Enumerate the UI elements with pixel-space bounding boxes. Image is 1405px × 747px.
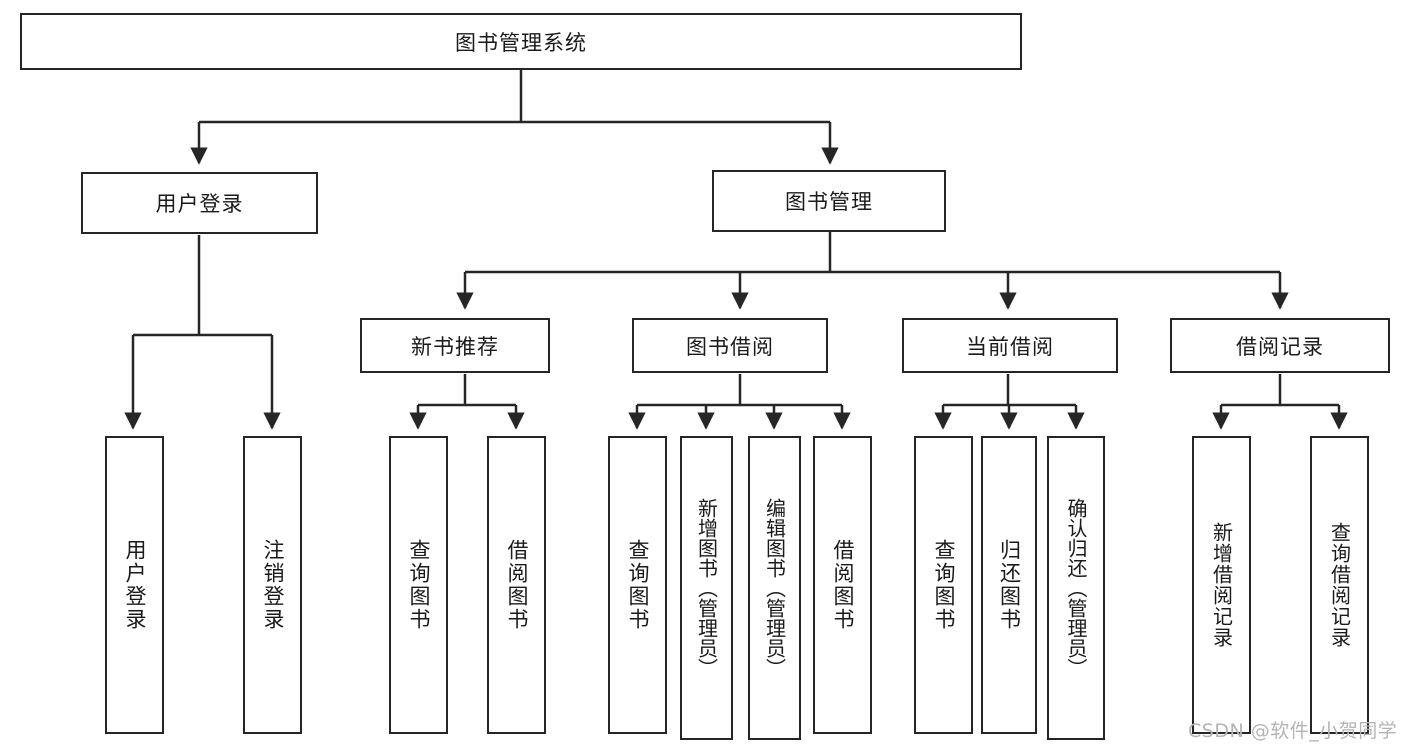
- node-borrow-record[interactable]: 借阅记录: [1170, 318, 1390, 373]
- leaf-label: 借阅图书: [831, 539, 855, 631]
- node-book-management-label: 图书管理: [785, 190, 873, 214]
- leaf-label: 查询借阅记录: [1327, 522, 1352, 648]
- node-borrow-record-label: 借阅记录: [1236, 334, 1324, 359]
- leaf-label: 归还图书: [997, 539, 1022, 631]
- node-current-borrow-label: 当前借阅: [966, 334, 1054, 359]
- node-new-book-recommend-label: 新书推荐: [411, 334, 499, 359]
- node-root[interactable]: 图书管理系统: [20, 13, 1022, 70]
- leaf-current-return-book[interactable]: 归还图书: [981, 436, 1037, 734]
- leaf-label: 编辑图书（管理员）: [762, 498, 787, 678]
- leaf-label: 新增图书（管理员）: [694, 498, 719, 678]
- leaf-borrow-borrow-book[interactable]: 借阅图书: [813, 436, 872, 734]
- leaf-borrow-edit-book-admin[interactable]: 编辑图书（管理员）: [748, 436, 801, 740]
- node-new-book-recommend[interactable]: 新书推荐: [360, 318, 550, 373]
- leaf-label: 查询图书: [626, 539, 650, 631]
- leaf-label: 用户登录: [123, 539, 147, 631]
- leaf-label: 查询图书: [932, 539, 956, 631]
- leaf-record-query-record[interactable]: 查询借阅记录: [1310, 436, 1369, 734]
- node-root-label: 图书管理系统: [455, 30, 587, 55]
- node-current-borrow[interactable]: 当前借阅: [902, 318, 1118, 373]
- node-book-management[interactable]: 图书管理: [712, 170, 946, 232]
- leaf-new-book-borrow[interactable]: 借阅图书: [487, 436, 546, 734]
- node-user-login-label: 用户登录: [155, 192, 244, 216]
- leaf-label: 查询图书: [407, 539, 431, 631]
- leaf-label: 新增借阅记录: [1209, 522, 1234, 648]
- leaf-current-query-book[interactable]: 查询图书: [914, 436, 973, 734]
- leaf-label: 借阅图书: [505, 539, 529, 631]
- leaf-user-login-login[interactable]: 用户登录: [105, 436, 164, 734]
- leaf-borrow-query-book[interactable]: 查询图书: [608, 436, 667, 734]
- node-book-borrow-label: 图书借阅: [686, 334, 774, 359]
- leaf-current-confirm-return-admin[interactable]: 确认归还（管理员）: [1047, 436, 1105, 740]
- leaf-record-add-record[interactable]: 新增借阅记录: [1192, 436, 1251, 734]
- leaf-borrow-add-book-admin[interactable]: 新增图书（管理员）: [680, 436, 733, 740]
- node-book-borrow[interactable]: 图书借阅: [632, 318, 828, 373]
- leaf-label: 注销登录: [261, 539, 285, 631]
- node-user-login[interactable]: 用户登录: [81, 172, 318, 234]
- leaf-label: 确认归还（管理员）: [1064, 498, 1088, 678]
- leaf-user-login-logout[interactable]: 注销登录: [243, 436, 302, 734]
- leaf-new-book-query[interactable]: 查询图书: [389, 436, 448, 734]
